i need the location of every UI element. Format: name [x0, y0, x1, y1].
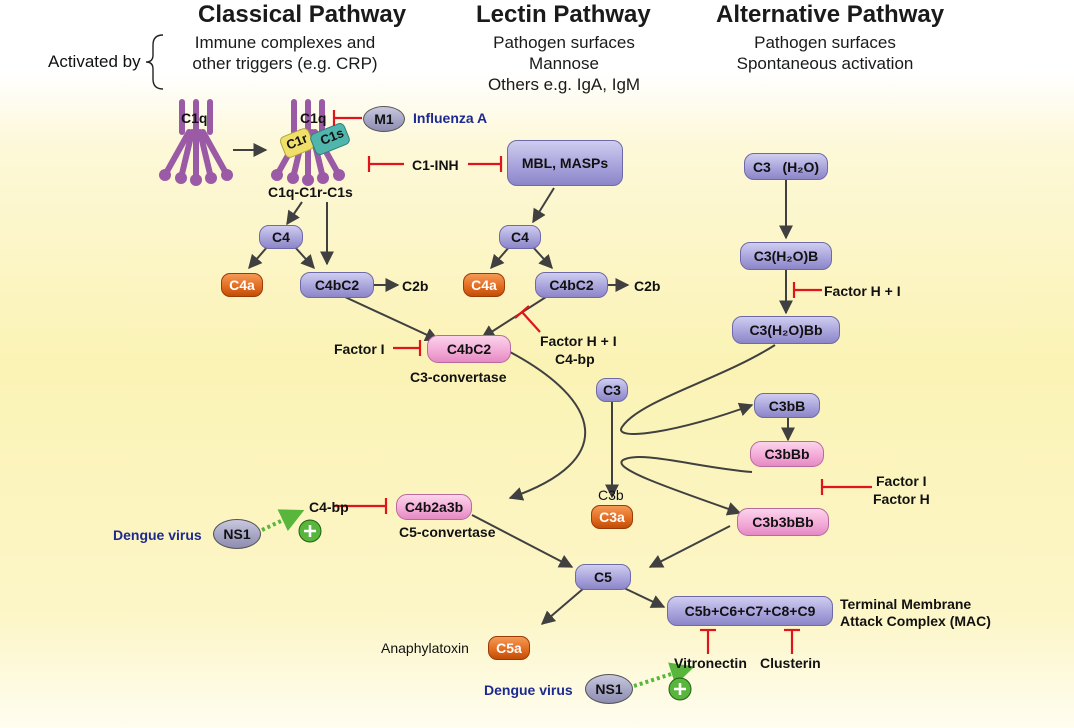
- factor-h-label-alt: Factor H: [873, 491, 930, 507]
- factor-hi-label-lectin: Factor H + I: [540, 333, 617, 349]
- ns1-node-2: NS1: [585, 674, 633, 704]
- header-alternative: Alternative Pathway: [716, 1, 945, 28]
- c4bp-label-lectin: C4-bp: [555, 351, 595, 367]
- c3-label-alt: C3: [752, 158, 771, 175]
- c1q-heads-left: [159, 169, 233, 186]
- header-classical: Classical Pathway: [198, 1, 407, 28]
- c4-node-lectin: C4: [499, 225, 541, 249]
- dengue-label-1: Dengue virus: [113, 527, 202, 543]
- vitronectin-label: Vitronectin: [674, 655, 747, 671]
- c3-convertase-node: C4bC2: [427, 335, 511, 363]
- factor-hi-label-alt: Factor H + I: [824, 283, 901, 299]
- h2o-label: (H₂O): [782, 158, 820, 175]
- c1q-label-left: C1q: [181, 110, 208, 126]
- c4a-node-lectin: C4a: [463, 273, 505, 297]
- c3h2ob-node: C3(H₂O)B: [740, 242, 832, 270]
- c4bp-label-central: C4-bp: [309, 499, 349, 515]
- influenza-label: Influenza A: [413, 110, 488, 126]
- header-lectin: Lectin Pathway: [476, 1, 651, 28]
- activate-ns1-vitronectin: [633, 662, 695, 688]
- m1-node: M1: [363, 106, 405, 132]
- loop-to-c3b3bbb: [620, 456, 753, 516]
- c2b-label-classical: C2b: [402, 278, 429, 294]
- dengue-label-2: Dengue virus: [484, 682, 573, 698]
- loop-to-c3bb: [620, 344, 776, 435]
- c3a-node: C3a: [591, 505, 633, 529]
- c1q-heads-right: [271, 169, 345, 186]
- c3bb-node: C3bB: [754, 393, 820, 418]
- c5-convertase-node: C4b2a3b: [396, 494, 472, 520]
- c3bbb-node: C3bBb: [750, 441, 824, 467]
- c3-h2o-node: C3 (H₂O): [744, 153, 828, 180]
- c3-convertase-label: C3-convertase: [410, 369, 507, 385]
- mbl-masps-node: MBL, MASPs: [507, 140, 623, 186]
- c5-node: C5: [575, 564, 631, 590]
- c5a-node: C5a: [488, 636, 530, 660]
- activated-by-label: Activated by: [48, 52, 141, 71]
- factor-i-label-alt: Factor I: [876, 473, 927, 489]
- activated-by-brace: [145, 34, 164, 90]
- c3b-label: C3b: [598, 487, 624, 503]
- activate-ns1-c4bp: [261, 509, 305, 532]
- c4a-node-classical: C4a: [221, 273, 263, 297]
- c4bc2-node-lectin: C4bC2: [535, 272, 608, 298]
- c3-convertase-to-c5-convertase: [508, 351, 587, 501]
- factor-i-label: Factor I: [334, 341, 385, 357]
- c3h2obb-node: C3(H₂O)Bb: [732, 316, 840, 344]
- mac-label-2: Attack Complex (MAC): [840, 613, 991, 629]
- mac-node: C5b+C6+C7+C8+C9: [667, 596, 833, 626]
- c3-node-central: C3: [596, 378, 628, 402]
- anaphylatoxin-label: Anaphylatoxin: [381, 640, 469, 656]
- c2b-label-lectin: C2b: [634, 278, 661, 294]
- inhibit-factor-hi-lectin: [521, 311, 541, 333]
- c5-convertase-label: C5-convertase: [399, 524, 496, 540]
- ns1-node-1: NS1: [213, 519, 261, 549]
- mac-label-1: Terminal Membrane: [840, 596, 972, 612]
- c1q-c1r-c1s-label: C1q-C1r-C1s: [268, 184, 353, 200]
- c4-node-classical: C4: [259, 225, 303, 249]
- c1-inh-label: C1-INH: [412, 157, 459, 173]
- c1q-molecule-left: [162, 99, 230, 183]
- c1q-label-right: C1q: [300, 110, 327, 126]
- c4bc2-node-classical: C4bC2: [300, 272, 374, 298]
- clusterin-label: Clusterin: [760, 655, 821, 671]
- c1s-subunit: [310, 123, 350, 155]
- c3b3bbb-node: C3b3bBb: [737, 508, 829, 536]
